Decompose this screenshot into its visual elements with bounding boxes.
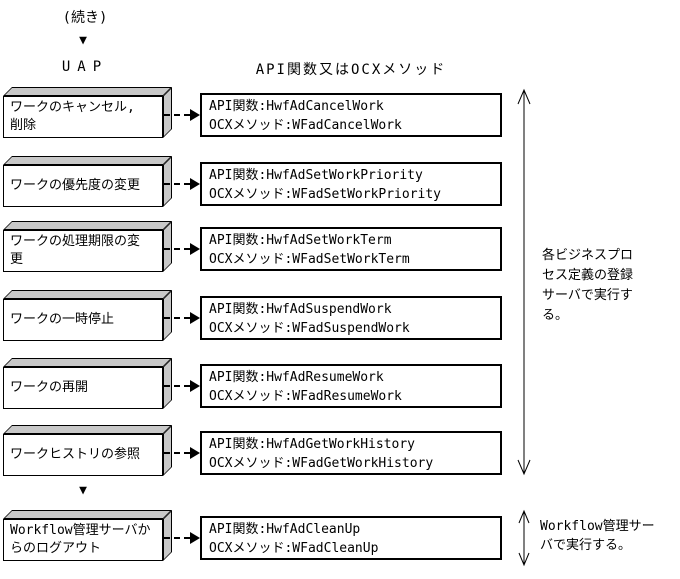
box-top-face (3, 87, 172, 96)
api-method-box: API関数:HwfAdSetWorkTerm OCXメソッド:WFadSetWo… (200, 227, 502, 271)
uap-task-label: Workflow管理サーバか らのログアウト (3, 519, 163, 561)
uap-task-label: ワークのキャンセル, 削除 (3, 96, 163, 138)
dashed-line (164, 114, 190, 116)
scope-note-business-process: 各ビジネスプロ セス定義の登録 サーバで実行す る。 (542, 248, 634, 323)
api-function-line: API関数:HwfAdSetWorkPriority (209, 168, 423, 183)
right-arrowhead-icon (190, 380, 200, 392)
api-method-box: API関数:HwfAdSetWorkPriority OCXメソッド:WFadS… (200, 162, 502, 206)
uap-task-box: ワークの処理期限の変 更 (3, 221, 173, 272)
right-arrowhead-icon (190, 312, 200, 324)
api-function-line: API関数:HwfAdSuspendWork (209, 302, 392, 317)
ocx-method-line: OCXメソッド:WFadSetWorkTerm (209, 252, 410, 267)
box-top-face (3, 221, 172, 230)
connector-arrow (164, 108, 200, 122)
connector-arrow (164, 242, 200, 256)
column-header-uap: UAP (61, 59, 109, 75)
uap-task-box: Workflow管理サーバか らのログアウト (3, 510, 173, 561)
api-function-line: API関数:HwfAdCleanUp (209, 522, 361, 537)
api-method-box: API関数:HwfAdCleanUp OCXメソッド:WFadCleanUp (200, 516, 502, 560)
api-function-line: API関数:HwfAdCancelWork (209, 99, 384, 114)
api-method-box: API関数:HwfAdCancelWork OCXメソッド:WFadCancel… (200, 93, 502, 137)
api-function-line: API関数:HwfAdGetWorkHistory (209, 437, 416, 452)
right-arrowhead-icon (190, 178, 200, 190)
right-arrowhead-icon (190, 532, 200, 544)
ocx-method-line: OCXメソッド:WFadSuspendWork (209, 321, 410, 336)
dashed-line (164, 452, 190, 454)
connector-arrow (164, 177, 200, 191)
uap-task-box: ワークの優先度の変更 (3, 156, 173, 207)
api-method-box: API関数:HwfAdResumeWork OCXメソッド:WFadResume… (200, 364, 502, 408)
uap-task-label: ワークの優先度の変更 (3, 165, 163, 207)
box-top-face (3, 290, 172, 299)
box-top-face (3, 425, 172, 434)
ocx-method-line: OCXメソッド:WFadSetWorkPriority (209, 187, 442, 202)
continued-label: (続き) (62, 10, 108, 26)
box-top-face (3, 156, 172, 165)
right-arrowhead-icon (190, 109, 200, 121)
connector-arrow (164, 379, 200, 393)
ocx-method-line: OCXメソッド:WFadGetWorkHistory (209, 456, 434, 471)
dashed-line (164, 317, 190, 319)
connector-arrow (164, 446, 200, 460)
uap-task-box: ワークヒストリの参照 (3, 425, 173, 476)
uap-task-label: ワークの再開 (3, 367, 163, 409)
api-function-line: API関数:HwfAdSetWorkTerm (209, 233, 392, 248)
flow-continuation-arrow-icon: ▼ (79, 33, 87, 48)
dashed-line (164, 537, 190, 539)
connector-arrow (164, 311, 200, 325)
api-method-box: API関数:HwfAdSuspendWork OCXメソッド:WFadSuspe… (200, 296, 502, 340)
uap-task-label: ワークの処理期限の変 更 (3, 230, 163, 272)
dashed-line (164, 183, 190, 185)
uap-task-box: ワークの一時停止 (3, 290, 173, 341)
column-header-api-ocx: API関数又はOCXメソッド (255, 62, 447, 78)
api-function-line: API関数:HwfAdResumeWork (209, 370, 384, 385)
ocx-method-line: OCXメソッド:WFadCleanUp (209, 541, 379, 556)
uap-task-label: ワークヒストリの参照 (3, 434, 163, 476)
scope-double-arrow-workflow-server (511, 509, 537, 567)
right-arrowhead-icon (190, 447, 200, 459)
scope-note-workflow-server: Workflow管理サー バで実行する。 (540, 519, 655, 553)
dashed-line (164, 385, 190, 387)
box-top-face (3, 358, 172, 367)
connector-arrow (164, 531, 200, 545)
ocx-method-line: OCXメソッド:WFadResumeWork (209, 389, 402, 404)
uap-task-box: ワークのキャンセル, 削除 (3, 87, 173, 138)
right-arrowhead-icon (190, 243, 200, 255)
box-top-face (3, 510, 172, 519)
api-method-box: API関数:HwfAdGetWorkHistory OCXメソッド:WFadGe… (200, 431, 502, 475)
uap-task-box: ワークの再開 (3, 358, 173, 409)
uap-task-label: ワークの一時停止 (3, 299, 163, 341)
ocx-method-line: OCXメソッド:WFadCancelWork (209, 118, 402, 133)
dashed-line (164, 248, 190, 250)
scope-double-arrow-business-process (511, 87, 537, 477)
flow-down-arrow-icon: ▼ (79, 483, 87, 498)
